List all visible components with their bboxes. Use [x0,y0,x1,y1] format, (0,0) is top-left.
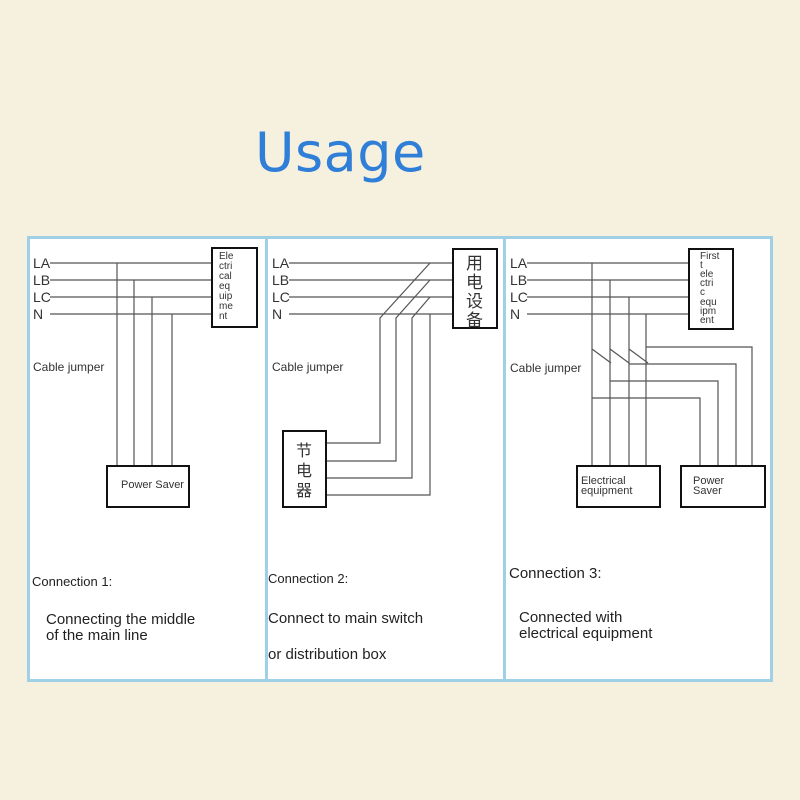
wire-label-la: LA [272,255,290,271]
equipment-char: 设 [466,292,483,311]
saver-wire [629,363,737,466]
power-saver-char: 节 [296,442,312,460]
connection-3-description: electrical equipment [519,625,653,642]
power-saver-char: 器 [296,482,312,500]
connection-2-description: or distribution box [268,646,387,663]
equipment-label: cal [219,271,232,282]
power-saver-label: Power Saver [121,479,184,491]
wire-label-n: N [33,306,43,322]
panel-3-diagram: LA LB LC N First t ele ctri c equ ipm en… [510,248,766,508]
equipment-label: equipment [581,485,632,497]
equipment-label: eq [219,281,230,292]
power-saver-char: 电 [296,462,312,480]
equipment-char: 用 [466,254,483,273]
equipment-label: First [700,251,720,262]
wire-label-n: N [510,306,520,322]
jumper-slash [591,348,612,364]
connection-1-heading: Connection 1: [32,574,113,589]
panel-1-diagram: LA LB LC N Ele ctri cal eq uip me nt Cab… [33,247,258,508]
wire-label-la: LA [510,255,528,271]
equipment-label: ipm [700,306,716,317]
page-title: Usage [255,121,426,184]
wire-label-lc: LC [510,289,528,305]
equipment-label: ctri [700,278,713,289]
power-saver-box [106,465,190,508]
connection-1-description: of the main line [46,627,148,644]
cable-jumper-label: Cable jumper [33,360,104,374]
wire-label-n: N [272,306,282,322]
wire-label-la: LA [33,255,51,271]
equipment-label: ctri [219,261,232,272]
connection-3-description: Connected with [519,609,623,626]
connection-2-heading: Connection 2: [268,571,349,586]
equipment-label: uip [219,291,233,302]
connection-1-description: Connecting the middle [46,611,196,628]
power-saver-label: Power [693,475,725,487]
saver-wire [592,397,701,466]
power-saver-box [282,430,327,508]
equipment-label: ent [700,315,714,326]
wire-label-lc: LC [272,289,290,305]
equipment-char: 电 [466,273,483,292]
jumper-slash [609,348,630,364]
jumper-wire [312,314,431,496]
electrical-equipment-box [576,465,661,508]
electrical-equipment-box [452,248,498,329]
jumper-wire [312,279,431,462]
jumper-wire [312,262,431,444]
first-electrical-equipment-box [688,248,734,330]
wire-label-lb: LB [272,272,289,288]
equipment-label: c [700,287,705,298]
equipment-label: Electrical [581,475,626,487]
equipment-char: 备 [466,311,483,330]
panel-2-diagram: LA LB LC N 用 电 设 备 Cable jumper 节 电 器 [272,248,498,508]
equipment-label: ele [700,269,714,280]
power-saver-box [680,465,766,508]
wire-label-lc: LC [33,289,51,305]
connection-3-heading: Connection 3: [509,565,602,582]
equipment-label: t [700,260,703,271]
saver-wire [646,346,753,466]
cable-jumper-label: Cable jumper [272,360,343,374]
saver-wire [610,380,719,466]
cable-jumper-label: Cable jumper [510,361,581,375]
electrical-equipment-box [211,247,258,328]
equipment-label: Ele [219,251,234,262]
equipment-label: nt [219,311,228,322]
wire-label-lb: LB [33,272,50,288]
wire-label-lb: LB [510,272,527,288]
jumper-slash [628,348,649,364]
equipment-label: equ [700,297,717,308]
equipment-label: me [219,301,233,312]
connection-2-description: Connect to main switch [268,610,424,627]
power-saver-label: Saver [693,485,722,497]
jumper-wire [312,296,431,479]
